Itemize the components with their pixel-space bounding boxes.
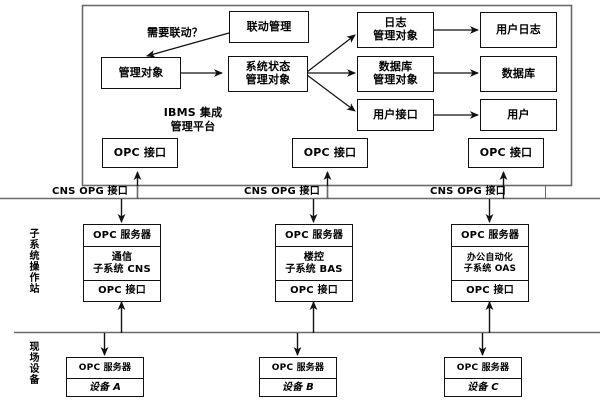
tier-label-subsystem-operator-station: 子系统操作站	[27, 228, 38, 294]
platform-title-line2: 管理平台	[170, 120, 216, 133]
cns-opg-interface-middle: CNS OPG 接口	[244, 186, 320, 197]
subsystem-oas-body-line1: 办公自动化	[466, 252, 513, 263]
node-system-state-managed-object-line2: 管理对象	[245, 73, 291, 86]
device-c[interactable]: OPC 服务器 设备 C	[444, 357, 522, 397]
platform-title-line1: IBMS 集成	[163, 106, 223, 119]
subsystem-cns[interactable]: OPC 服务器 通信 子系统 CNS OPC 接口	[83, 224, 161, 302]
edge-system-state-to-log	[306, 34, 356, 73]
subsystem-cns-header: OPC 服务器	[92, 229, 152, 241]
node-user-interface-line1: 用户接口	[373, 107, 418, 121]
device-b[interactable]: OPC 服务器 设备 B	[259, 357, 337, 397]
device-c-label: 设备 C	[445, 378, 521, 396]
subsystem-oas-body: 办公自动化 子系统 OAS	[452, 246, 528, 280]
node-user-interface[interactable]: 用户接口	[357, 99, 434, 131]
platform-opc-interface-middle[interactable]: OPC 接口	[292, 138, 368, 168]
platform-opc-interface-right[interactable]: OPC 接口	[468, 138, 544, 168]
node-managed-object-line1: 管理对象	[118, 65, 164, 79]
subsystem-bas[interactable]: OPC 服务器 楼控 子系统 BAS OPC 接口	[275, 224, 353, 302]
node-database-managed-object[interactable]: 数据库 管理对象	[357, 56, 434, 92]
edge-system-state-to-user-interface	[306, 74, 356, 112]
subsystem-bas-body: 楼控 子系统 BAS	[276, 246, 352, 280]
node-system-state-managed-object[interactable]: 系统状态 管理对象	[228, 56, 308, 92]
node-log-managed-object-line2: 管理对象	[373, 29, 418, 42]
subsystem-bas-body-line2: 子系统 BAS	[285, 263, 343, 275]
decision-label-linkage-needed: 需要联动？	[147, 26, 203, 39]
cns-opg-interface-left: CNS OPG 接口	[52, 186, 128, 197]
subsystem-cns-body-line1: 通信	[111, 251, 133, 263]
subsystem-cns-footer: OPC 接口	[84, 280, 160, 301]
subsystem-bas-header: OPC 服务器	[284, 229, 344, 241]
subsystem-cns-body: 通信 子系统 CNS	[84, 246, 160, 280]
subsystem-bas-body-line1: 楼控	[303, 251, 325, 263]
platform-opc-interface-right-label: OPC 接口	[479, 145, 533, 159]
subsystem-oas-header: OPC 服务器	[460, 229, 520, 241]
device-c-header: OPC 服务器	[456, 362, 510, 373]
device-b-header: OPC 服务器	[271, 362, 325, 373]
node-database[interactable]: 数据库	[480, 56, 557, 92]
device-b-label: 设备 B	[260, 378, 336, 396]
node-database-managed-object-line2: 管理对象	[373, 73, 418, 86]
node-log-managed-object[interactable]: 日志 管理对象	[357, 12, 434, 48]
node-linkage-management-line1: 联动管理	[246, 19, 292, 33]
node-database-line1: 数据库	[501, 66, 536, 80]
subsystem-bas-footer: OPC 接口	[276, 280, 352, 301]
node-log-managed-object-line1: 日志	[384, 16, 407, 30]
subsystem-oas-footer: OPC 接口	[452, 280, 528, 301]
platform-opc-interface-left-label: OPC 接口	[113, 145, 167, 159]
node-managed-object[interactable]: 管理对象	[101, 57, 181, 89]
subsystem-oas-body-line2: 子系统 OAS	[463, 263, 517, 274]
device-a-label: 设备 A	[67, 378, 143, 396]
tier-label-field-devices: 现场设备	[27, 341, 38, 385]
node-database-managed-object-line1: 数据库	[378, 60, 413, 74]
node-user-line1: 用户	[507, 107, 530, 121]
platform-opc-interface-left[interactable]: OPC 接口	[102, 138, 178, 168]
node-system-state-managed-object-line1: 系统状态	[245, 60, 291, 74]
device-a-header: OPC 服务器	[78, 362, 132, 373]
node-user-log[interactable]: 用户日志	[480, 12, 557, 48]
platform-opc-interface-middle-label: OPC 接口	[303, 145, 357, 159]
node-linkage-management[interactable]: 联动管理	[229, 11, 309, 43]
node-user-log-line1: 用户日志	[496, 22, 541, 36]
device-a[interactable]: OPC 服务器 设备 A	[66, 357, 144, 397]
subsystem-cns-body-line2: 子系统 CNS	[93, 263, 151, 275]
subsystem-oas[interactable]: OPC 服务器 办公自动化 子系统 OAS OPC 接口	[451, 224, 529, 302]
node-user[interactable]: 用户	[480, 99, 557, 131]
cns-opg-interface-right: CNS OPG 接口	[430, 186, 506, 197]
